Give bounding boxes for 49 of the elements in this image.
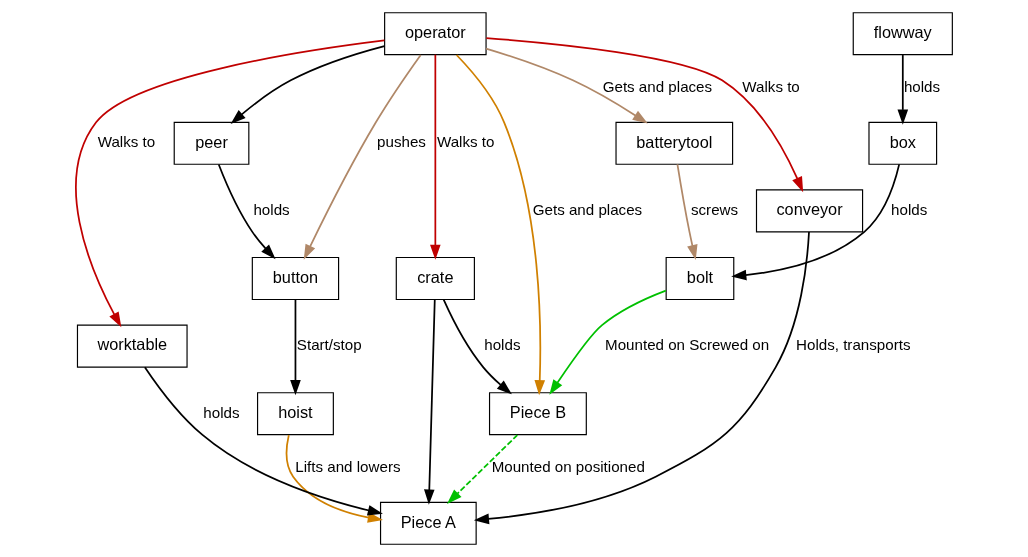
arrow bbox=[424, 298, 436, 505]
edge-label: screws bbox=[690, 200, 739, 218]
edge-label: holds bbox=[891, 200, 928, 218]
arrow bbox=[455, 54, 546, 396]
arrow bbox=[897, 54, 909, 125]
arrow bbox=[290, 298, 301, 396]
edge-label: Start/stop bbox=[296, 336, 362, 354]
edge-label: Lifts and lowers bbox=[295, 458, 401, 476]
edge-label: Mounted on Screwed on bbox=[605, 336, 770, 354]
arrow bbox=[143, 366, 383, 516]
node-box: Piece B bbox=[488, 392, 587, 436]
node-box: flowway bbox=[852, 12, 953, 56]
arrow bbox=[549, 289, 667, 395]
node-box: operator bbox=[384, 12, 487, 56]
arrow bbox=[285, 434, 383, 523]
edge-label: Mounted on positioned bbox=[491, 458, 645, 476]
node-box: peer bbox=[173, 121, 250, 165]
arrow bbox=[446, 434, 519, 504]
edge-label: Gets and places bbox=[532, 200, 643, 218]
node-box: Piece A bbox=[379, 501, 477, 545]
node-box: worktable bbox=[76, 324, 188, 368]
edge-label: holds bbox=[203, 403, 240, 421]
arrow bbox=[473, 231, 810, 525]
edge-label: holds bbox=[253, 200, 290, 218]
node-box: hoist bbox=[257, 392, 334, 436]
arrow bbox=[430, 53, 441, 260]
arrow bbox=[303, 54, 422, 260]
node-box: batterytool bbox=[615, 121, 734, 165]
edge-label: pushes bbox=[377, 133, 426, 151]
edge-label: Gets and places bbox=[602, 78, 713, 96]
arrow bbox=[485, 37, 804, 193]
arrow bbox=[217, 163, 276, 260]
arrow bbox=[731, 163, 901, 281]
edge-label: Walks to bbox=[742, 78, 800, 96]
edge-label: Walks to bbox=[97, 133, 156, 151]
node-box: bolt bbox=[665, 256, 735, 301]
arrow bbox=[485, 47, 648, 124]
node-box: button bbox=[251, 256, 340, 301]
arrow bbox=[75, 39, 386, 328]
arrow bbox=[676, 163, 698, 261]
edge-label: holds bbox=[484, 336, 521, 354]
edge-label: holds bbox=[903, 78, 941, 96]
node-box: box bbox=[868, 121, 938, 165]
arrow bbox=[230, 45, 386, 124]
edge-label: Holds, transports bbox=[796, 336, 911, 354]
edge-label: Walks to bbox=[436, 133, 495, 151]
arrow bbox=[442, 298, 512, 395]
node-box: crate bbox=[395, 256, 475, 301]
node-box: conveyor bbox=[755, 189, 864, 233]
